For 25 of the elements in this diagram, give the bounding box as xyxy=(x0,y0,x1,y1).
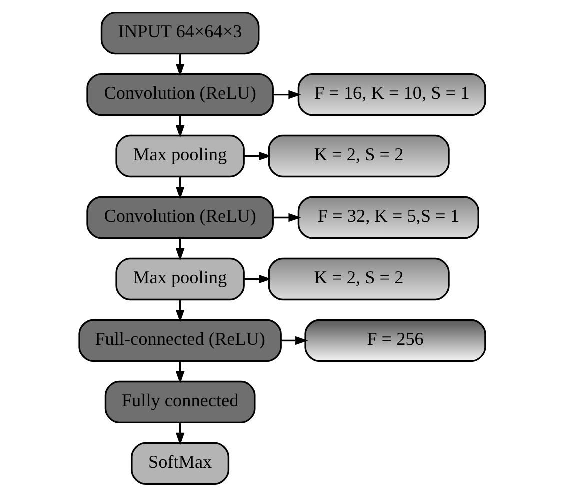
node-box: Max pooling xyxy=(116,134,245,178)
node-box: K = 2, S = 2 xyxy=(268,134,450,178)
node-box: SoftMax xyxy=(131,442,230,486)
node-box: INPUT 64×64×3 xyxy=(100,12,260,55)
node-box: Convolution (ReLU) xyxy=(86,196,274,240)
node-box: Convolution (ReLU) xyxy=(86,73,274,116)
arrow xyxy=(281,336,308,346)
node-box: F = 256 xyxy=(304,319,486,362)
node-box: Fully connected xyxy=(104,380,256,424)
arrow xyxy=(176,54,185,77)
node-box: Max pooling xyxy=(116,258,245,301)
arrow xyxy=(176,423,185,446)
node-box: F = 32, K = 5,S = 1 xyxy=(298,196,480,240)
arrow xyxy=(176,362,185,384)
node-box: K = 2, S = 2 xyxy=(268,258,450,301)
arrow xyxy=(244,274,272,284)
arrow xyxy=(176,238,185,262)
node-box: F = 16, K = 10, S = 1 xyxy=(298,73,486,116)
node-box: Full-connected (ReLU) xyxy=(78,319,282,362)
arrow xyxy=(273,213,302,222)
arrow xyxy=(176,116,185,138)
arrow xyxy=(273,90,302,100)
arrow xyxy=(244,152,272,161)
arrow xyxy=(176,300,185,323)
arrow xyxy=(176,177,185,200)
